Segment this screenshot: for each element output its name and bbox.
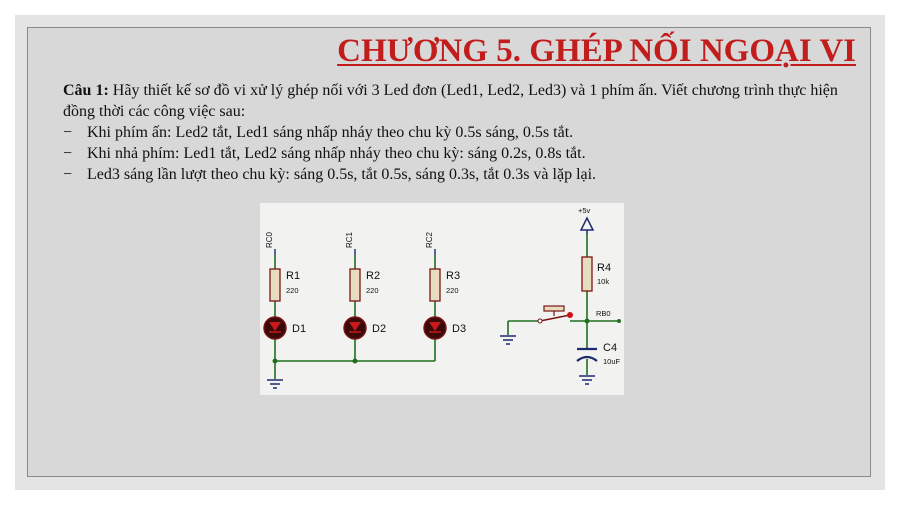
resistor-r3-icon	[429, 268, 441, 302]
resistor-r2-icon	[349, 268, 361, 302]
requirement-text: Led3 sáng lần lượt theo chu kỳ: sáng 0.5…	[87, 166, 597, 183]
resistor-label-r3: R3	[446, 270, 460, 282]
resistor-value-r3: 220	[446, 286, 459, 295]
resistor-r1-icon	[269, 268, 281, 302]
resistor-value-r4: 10k	[597, 277, 609, 286]
node-dot	[584, 318, 590, 324]
push-button-icon	[537, 305, 573, 324]
question-label: Câu 1:	[63, 82, 109, 99]
question: Câu 1: Hãy thiết kế sơ đồ vi xử lý ghép …	[63, 80, 863, 122]
ground-icon	[267, 379, 283, 389]
resistor-value-r2: 220	[366, 286, 379, 295]
led-label-d2: D2	[372, 323, 386, 335]
ground-icon	[579, 375, 595, 385]
list-dash: −	[63, 166, 73, 183]
port-pin-rb0	[617, 319, 621, 323]
resistor-label-r2: R2	[366, 270, 380, 282]
requirement-item: − Khi phím ấn: Led2 tắt, Led1 sáng nhấp …	[63, 122, 863, 143]
requirement-item: − Led3 sáng lần lượt theo chu kỳ: sáng 0…	[63, 164, 863, 185]
slide-body: Câu 1: Hãy thiết kế sơ đồ vi xử lý ghép …	[63, 80, 863, 185]
button-wires	[507, 234, 619, 375]
power-supply-icon	[579, 216, 595, 234]
led-d2-icon	[343, 316, 367, 340]
requirements-list: − Khi phím ấn: Led2 tắt, Led1 sáng nhấp …	[63, 122, 863, 185]
port-label-rc2: RC2	[425, 231, 434, 248]
supply-label: +5v	[578, 206, 591, 215]
resistor-label-r1: R1	[286, 270, 300, 282]
port-label-rc1: RC1	[345, 231, 354, 248]
slide-title: CHƯƠNG 5. GHÉP NỐI NGOẠI VI	[337, 33, 856, 69]
capacitor-icon	[576, 347, 598, 362]
list-dash: −	[63, 145, 73, 162]
list-dash: −	[63, 124, 73, 141]
ground-icon	[500, 335, 516, 345]
port-pins	[274, 249, 436, 255]
resistors	[269, 268, 441, 302]
resistor-value-r1: 220	[286, 286, 299, 295]
junction-dots	[272, 358, 358, 364]
capacitor-value: 10uF	[603, 357, 621, 366]
port-label-rc0: RC0	[265, 231, 274, 248]
requirement-text: Khi nhả phím: Led1 tắt, Led2 sáng nhấp n…	[87, 145, 586, 162]
circuit-diagram: RC0 RC1 RC2 R1 220 R2 220 R3 220	[260, 203, 624, 395]
capacitor-label: C4	[603, 342, 617, 354]
resistor-r4-icon	[581, 256, 593, 292]
led-d3-icon	[423, 316, 447, 340]
led-label-d1: D1	[292, 323, 306, 335]
port-label-rb0: RB0	[596, 309, 611, 318]
circuit-schematic: RC0 RC1 RC2 R1 220 R2 220 R3 220	[263, 206, 621, 389]
resistor-label-r4: R4	[597, 262, 611, 274]
led-d1-icon	[263, 316, 287, 340]
requirement-text: Khi phím ấn: Led2 tắt, Led1 sáng nhấp nh…	[87, 124, 574, 141]
requirement-item: − Khi nhả phím: Led1 tắt, Led2 sáng nhấp…	[63, 143, 863, 164]
led-label-d3: D3	[452, 323, 466, 335]
question-text: Hãy thiết kế sơ đồ vi xử lý ghép nối với…	[63, 82, 838, 120]
